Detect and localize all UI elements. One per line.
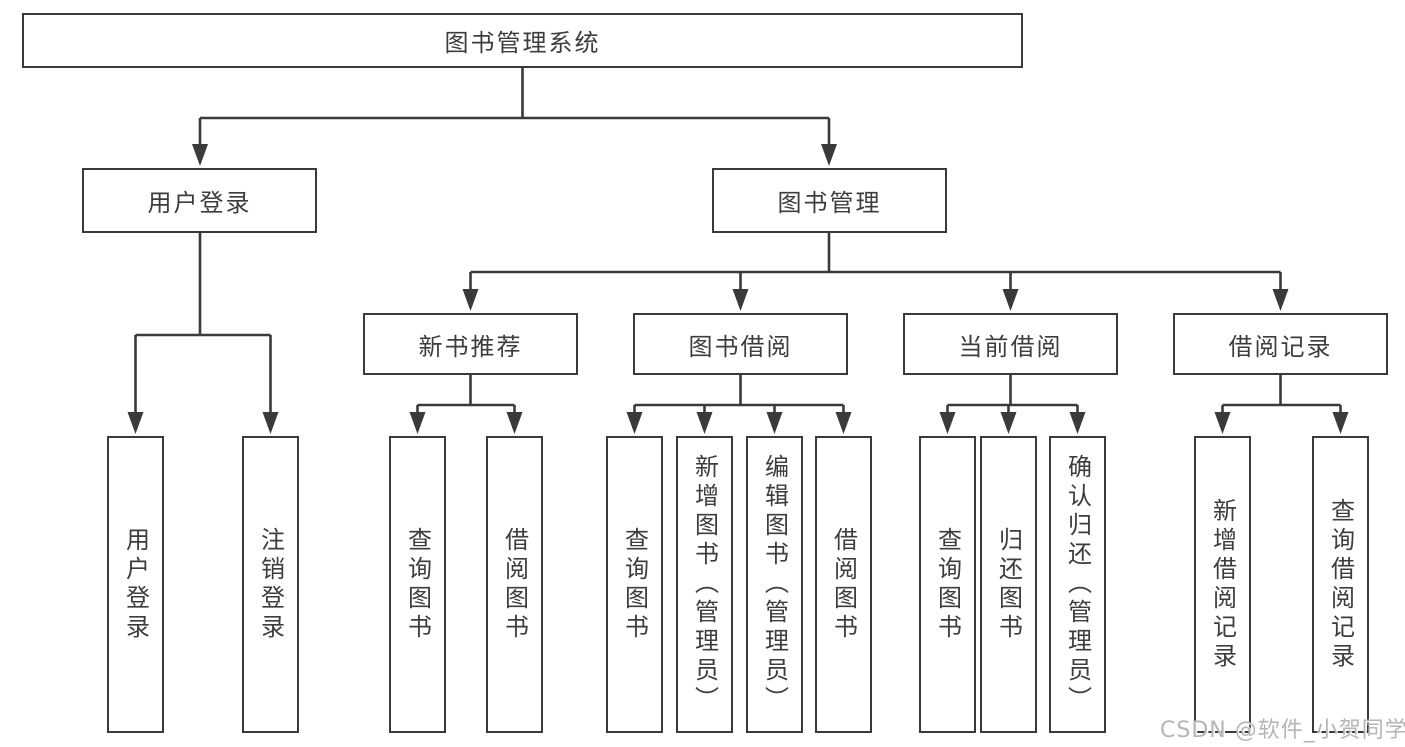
leaf-query-borrow-record: 查询借阅记录 (1312, 436, 1369, 733)
leaf-logout: 注销登录 (242, 436, 299, 733)
node-borrow-records: 借阅记录 (1173, 313, 1388, 375)
node-user-login: 用户登录 (82, 168, 317, 233)
leaf-borrow-books-recommend: 借阅图书 (486, 436, 543, 733)
node-current-borrow: 当前借阅 (903, 313, 1118, 375)
leaf-confirm-return-admin: 确认归还（管理员） (1049, 436, 1106, 733)
leaf-add-borrow-record: 新增借阅记录 (1194, 436, 1251, 733)
node-book-management: 图书管理 (712, 168, 947, 233)
leaf-user-login: 用户登录 (107, 436, 164, 733)
node-new-book-recommend: 新书推荐 (363, 313, 578, 375)
csdn-watermark: CSDN @软件_小贺同学 (1160, 718, 1405, 743)
leaf-return-book: 归还图书 (980, 436, 1037, 733)
leaf-edit-book-admin: 编辑图书（管理员） (746, 436, 803, 733)
node-root: 图书管理系统 (22, 13, 1023, 68)
leaf-query-books-borrow: 查询图书 (606, 436, 663, 733)
node-book-borrow: 图书借阅 (633, 313, 848, 375)
leaf-query-books-current: 查询图书 (919, 436, 976, 733)
leaf-borrow-books-borrow: 借阅图书 (815, 436, 872, 733)
leaf-add-book-admin: 新增图书（管理员） (676, 436, 733, 733)
leaf-query-books-recommend: 查询图书 (389, 436, 446, 733)
